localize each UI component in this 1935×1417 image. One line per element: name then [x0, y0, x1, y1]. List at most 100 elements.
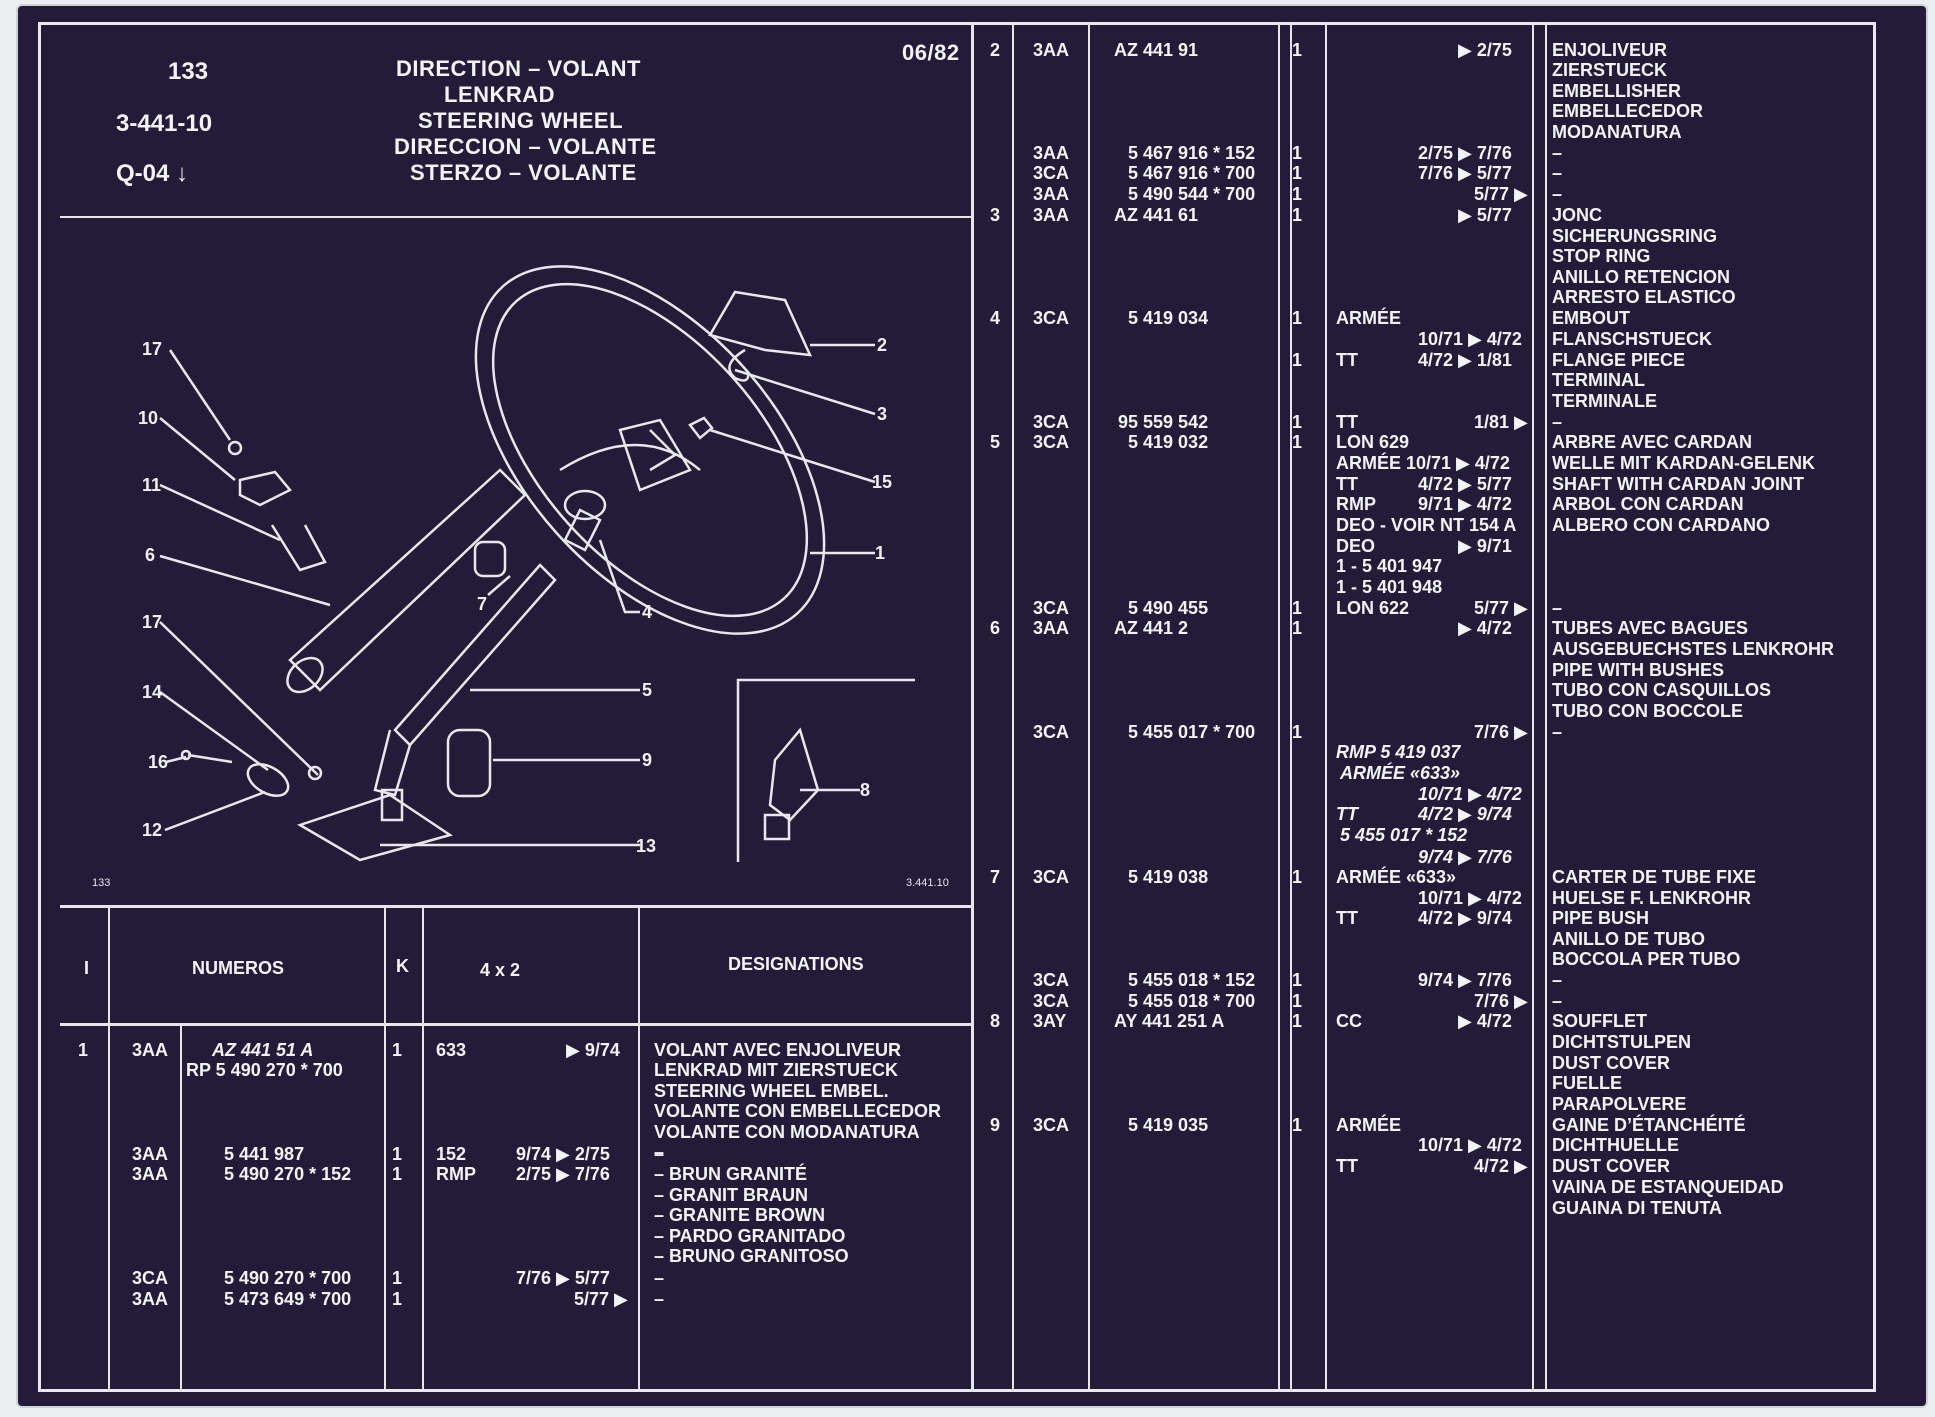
row-designation: PIPE BUSH [1552, 908, 1650, 928]
divider-left-middle [971, 22, 974, 1392]
row-quantity: 1 [1292, 618, 1303, 638]
row-designation: BOCCOLA PER TUBO [1552, 949, 1741, 969]
callout-12: 12 [142, 820, 162, 840]
row-option: 1 - 5 401 948 [1336, 577, 1443, 597]
row-category: 3CA [132, 1268, 169, 1288]
steering-wheel-rim [474, 265, 826, 635]
q-reference: Q-04 ↓ [116, 160, 189, 187]
row-designation: VOLANTE CON MODANATURA [654, 1122, 920, 1142]
row-quantity: 1 [1292, 970, 1303, 990]
row-option: ARMÉE 10/71 ▶ 4/72 [1336, 453, 1510, 473]
row-index: 1 [78, 1040, 89, 1060]
row-part-number: 5 419 038 [1128, 867, 1209, 887]
row-option: 5 455 017 * 152 [1340, 825, 1468, 845]
left-col-des [638, 905, 640, 1392]
row-index: 4 [990, 308, 1001, 328]
row-date-range: 5/77 ▶ [1474, 184, 1528, 204]
row-date-range: ▶ 2/75 [1458, 40, 1512, 60]
row-part-number: 5 490 455 [1128, 598, 1209, 618]
row-category: 3AA [132, 1164, 169, 1184]
row-part-number: AZ 441 51 A [212, 1040, 314, 1060]
row-date-range: 9/71 ▶ 4/72 [1418, 494, 1512, 514]
row-designation: ANILLO RETENCION [1552, 267, 1730, 287]
row-part-number: 5 467 916 * 700 [1128, 163, 1256, 183]
row-date-range: 4/72 ▶ [1474, 1156, 1528, 1176]
row-date-range: 7/76 ▶ [1474, 991, 1528, 1011]
row-category: 3CA [1033, 598, 1070, 618]
row-designation: TERMINALE [1552, 391, 1657, 411]
row-designation: LENKRAD MIT ZIERSTUECK [654, 1060, 898, 1080]
callout-1: 1 [875, 543, 885, 563]
row-option: 633 [436, 1040, 467, 1060]
group-number: 133 [168, 58, 209, 85]
callout-2: 2 [877, 335, 887, 355]
row-option: TT [1336, 412, 1358, 432]
callout-16: 16 [148, 752, 168, 772]
left-col-i [108, 905, 110, 1392]
callout-13: 13 [636, 836, 656, 856]
col-header-4x2: 4 x 2 [480, 960, 521, 980]
row-category: 3AA [1033, 618, 1070, 638]
title-line-4: DIRECCION – VOLANTE [394, 134, 657, 159]
row-part-number: 5 467 916 * 152 [1128, 143, 1256, 163]
row-category: 3CA [1033, 308, 1070, 328]
row-designation: – [1552, 722, 1563, 742]
row-category: 3AA [1033, 205, 1070, 225]
row-designation: SHAFT WITH CARDAN JOINT [1552, 474, 1804, 494]
row-quantity: 1 [1292, 184, 1303, 204]
row-option: ARMÉE [1336, 1115, 1402, 1135]
row-quantity: 1 [392, 1289, 403, 1309]
row-designation: EMBOUT [1552, 308, 1630, 328]
row-date-range: 10/71 ▶ 4/72 [1418, 329, 1522, 349]
row-option: RMP [436, 1164, 476, 1184]
row-date-range: 7/76 ▶ [1474, 722, 1528, 742]
diagram-caption-right: 3.441.10 [906, 877, 949, 889]
row-date-range: 1/81 ▶ [1474, 412, 1528, 432]
row-category: 3AY [1033, 1011, 1067, 1031]
row-designation: GUAINA DI TENUTA [1552, 1198, 1722, 1218]
row-index: 3 [990, 205, 1001, 225]
row-category: 3CA [1033, 970, 1070, 990]
row-part-number: 5 490 270 * 152 [224, 1164, 352, 1184]
row-date-range: 9/74 ▶ 2/75 [516, 1144, 610, 1164]
row-option: ARMÉE «633» [1340, 763, 1461, 783]
row-quantity: 1 [392, 1144, 403, 1164]
callout-14: 14 [142, 682, 162, 702]
row-index: 7 [990, 867, 1001, 887]
row-date-range: 7/76 ▶ 5/77 [516, 1268, 610, 1288]
callout-6: 6 [145, 545, 155, 565]
callout-15: 15 [872, 472, 892, 492]
title-line-2: LENKRAD [444, 82, 556, 107]
row-designation: STEERING WHEEL EMBEL. [654, 1081, 889, 1101]
row-option: LON 622 [1336, 598, 1410, 618]
row-index: 2 [990, 40, 1001, 60]
row-index: 6 [990, 618, 1001, 638]
row-designation: TUBO CON CASQUILLOS [1552, 680, 1771, 700]
row-designation: – [1552, 163, 1563, 183]
row-designation: JONC [1552, 205, 1603, 225]
row-designation: DUST COVER [1552, 1053, 1671, 1073]
issue-date: 06/82 [902, 40, 960, 65]
row-designation: PIPE WITH BUSHES [1552, 660, 1725, 680]
row-designation: – [1552, 991, 1563, 1011]
row-designation: – BRUN GRANITÉ [654, 1164, 808, 1184]
col-header-designations: DESIGNATIONS [728, 954, 864, 974]
row-category: 3AA [1033, 184, 1070, 204]
row-designation: GAINE D’ÉTANCHÉITÉ [1552, 1115, 1746, 1135]
row-designation: WELLE MIT KARDAN-GELENK [1552, 453, 1815, 473]
row-date-range: 10/71 ▶ 4/72 [1418, 888, 1522, 908]
row-category: 3CA [1033, 722, 1070, 742]
row-designation: EMBELLECEDOR [1552, 101, 1704, 121]
row-quantity: 1 [1292, 1115, 1303, 1135]
divider-header-table [60, 1023, 972, 1026]
row-designation: – [1552, 412, 1563, 432]
row-designation: – PARDO GRANITADO [654, 1226, 846, 1246]
reference-code: 3-441-10 [116, 110, 213, 137]
row-index: 9 [990, 1115, 1001, 1135]
row-designation: ENJOLIVEUR [1552, 40, 1668, 60]
row-part-number: AY 441 251 A [1114, 1011, 1225, 1031]
row-option: RMP 5 419 037 [1336, 742, 1461, 762]
row-part-number: AZ 441 61 [1114, 205, 1199, 225]
row-designation: – [654, 1142, 665, 1162]
callout-8: 8 [860, 780, 870, 800]
